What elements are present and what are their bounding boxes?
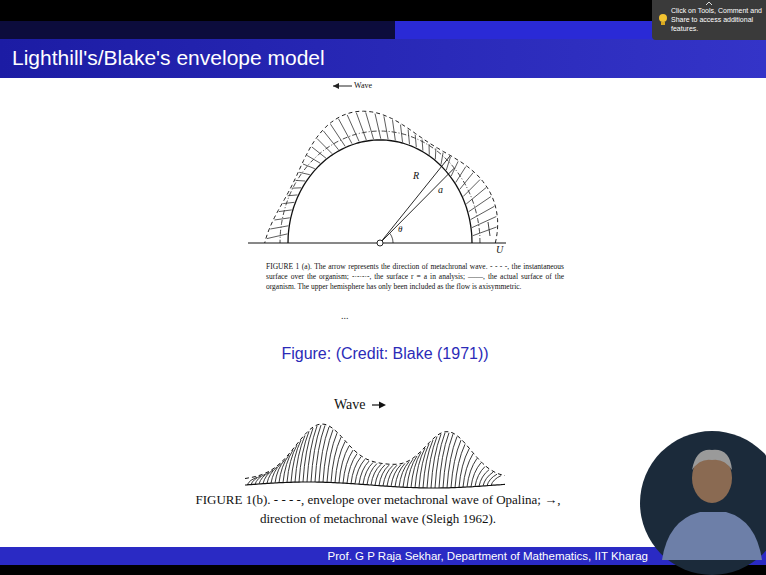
figure-caption: FIGURE 1(b). - - - -, envelope over meta… — [172, 490, 584, 528]
cilia-strokes — [247, 425, 501, 488]
small-arrow — [488, 222, 490, 236]
actual-surface — [288, 140, 472, 243]
wave-arrowhead — [379, 402, 386, 409]
wave-label: Wave — [334, 396, 366, 413]
ellipsis: ... — [341, 310, 349, 322]
figure-caption: FIGURE 1 (a). The arrow represents the d… — [266, 262, 564, 292]
slide-title: Lighthill's/Blake's envelope model — [12, 45, 325, 71]
symbol-label: a — [438, 184, 443, 196]
radius-line-a — [380, 168, 454, 243]
presenter-hair — [692, 450, 732, 470]
chevron-icon — [706, 2, 712, 5]
wave-label: Wave — [354, 81, 372, 91]
video-circle — [640, 431, 766, 575]
bulb-icon — [659, 14, 667, 22]
bulb-base — [661, 22, 665, 25]
wave-arrowhead — [333, 83, 339, 89]
cell-surface — [245, 482, 505, 488]
origin-mark — [377, 240, 383, 246]
figure-credit: Figure: (Credit: Blake (1971)) — [240, 344, 530, 364]
presenter-shirt — [662, 512, 762, 560]
symbol-label: U — [496, 244, 503, 256]
tooltip-text: Click on Tools, Comment and Share to acc… — [671, 6, 763, 33]
footer-text: Prof. G P Raja Sekhar, Department of Mat… — [328, 549, 648, 563]
symbol-label: θ — [398, 224, 402, 235]
radius-line-R — [380, 156, 450, 244]
symbol-label: R — [413, 170, 419, 182]
angle-arc — [390, 233, 393, 243]
envelope-surface — [265, 111, 498, 243]
top-navy-band — [0, 21, 395, 39]
bottom-black-strip — [0, 565, 766, 575]
envelope-line — [245, 424, 505, 478]
